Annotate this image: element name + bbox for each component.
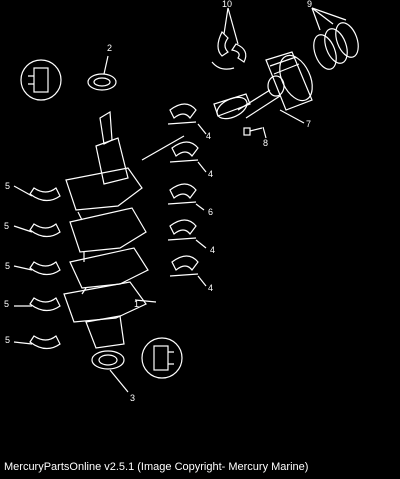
callout-5e: 5 [5,335,11,345]
seal-tool-icon [20,59,62,101]
callout-9: 9 [307,0,313,9]
callout-1: 1 [134,299,140,309]
callout-10: 10 [222,0,233,9]
lower-seal-icon [91,350,129,393]
copyright-footer: MercuryPartsOnline v2.5.1 (Image Copyrig… [4,461,309,473]
piston-rings-icon [311,7,359,70]
lower-main-bearings-icon [13,185,61,350]
callout-2: 2 [107,43,113,53]
callout-4a: 4 [206,131,212,141]
callout-7: 7 [306,119,312,129]
callout-5b: 5 [4,221,10,231]
callout-5c: 5 [5,261,11,271]
callout-5d: 5 [4,299,10,309]
seal-tool-icon-lower [141,337,183,379]
upper-seal-icon [87,55,117,91]
callout-3: 3 [130,393,136,403]
callout-4c: 4 [210,245,216,255]
rod-bearing-icon [211,7,247,70]
callout-8: 8 [263,138,269,148]
callout-4b: 4 [208,169,214,179]
bolt-icon [243,126,267,139]
upper-main-bearings-icon [167,103,207,287]
callout-5a: 5 [5,181,11,191]
crankshaft-icon [63,110,185,349]
piston-icon [213,51,313,124]
callout-4d: 4 [208,283,214,293]
callout-6: 6 [208,207,214,217]
